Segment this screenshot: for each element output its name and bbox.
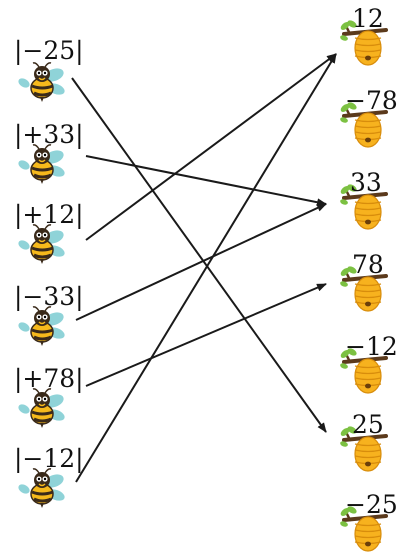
arrow-layer — [71, 53, 337, 483]
bee-icon — [18, 62, 65, 102]
hive-label-1: 12 — [352, 4, 384, 33]
hive-label-6: 25 — [352, 410, 384, 439]
bee-label-2: |+33| — [14, 120, 84, 149]
bee-label-5: |+78| — [14, 364, 84, 393]
bee-label-6: |−12| — [14, 444, 84, 473]
connection-arrow — [85, 283, 327, 387]
icon-layer — [18, 20, 388, 552]
beehive-icon — [340, 426, 388, 472]
hive-label-7: −25 — [345, 490, 398, 519]
beehive-icon — [340, 102, 388, 148]
connection-arrow — [85, 53, 337, 241]
bee-label-1: |−25| — [14, 36, 84, 65]
bee-icon — [18, 388, 65, 428]
beehive-icon — [340, 348, 388, 394]
beehive-icon — [340, 266, 388, 312]
connection-arrow — [85, 155, 327, 207]
bee-label-3: |+12| — [14, 200, 84, 229]
hive-label-5: −12 — [345, 332, 398, 361]
hive-label-3: 33 — [350, 168, 382, 197]
beehive-icon — [340, 506, 388, 552]
connection-arrow — [71, 77, 327, 433]
bee-icon — [18, 468, 65, 508]
beehive-icon — [340, 20, 388, 66]
hive-label-2: −78 — [345, 86, 398, 115]
beehive-icon — [340, 184, 388, 230]
bee-icon — [18, 144, 65, 184]
bee-label-4: |−33| — [14, 282, 84, 311]
connection-arrow — [75, 53, 337, 483]
bee-icon — [18, 306, 65, 346]
bee-icon — [18, 224, 65, 264]
connection-arrow — [75, 203, 327, 321]
hive-label-4: 78 — [352, 250, 384, 279]
